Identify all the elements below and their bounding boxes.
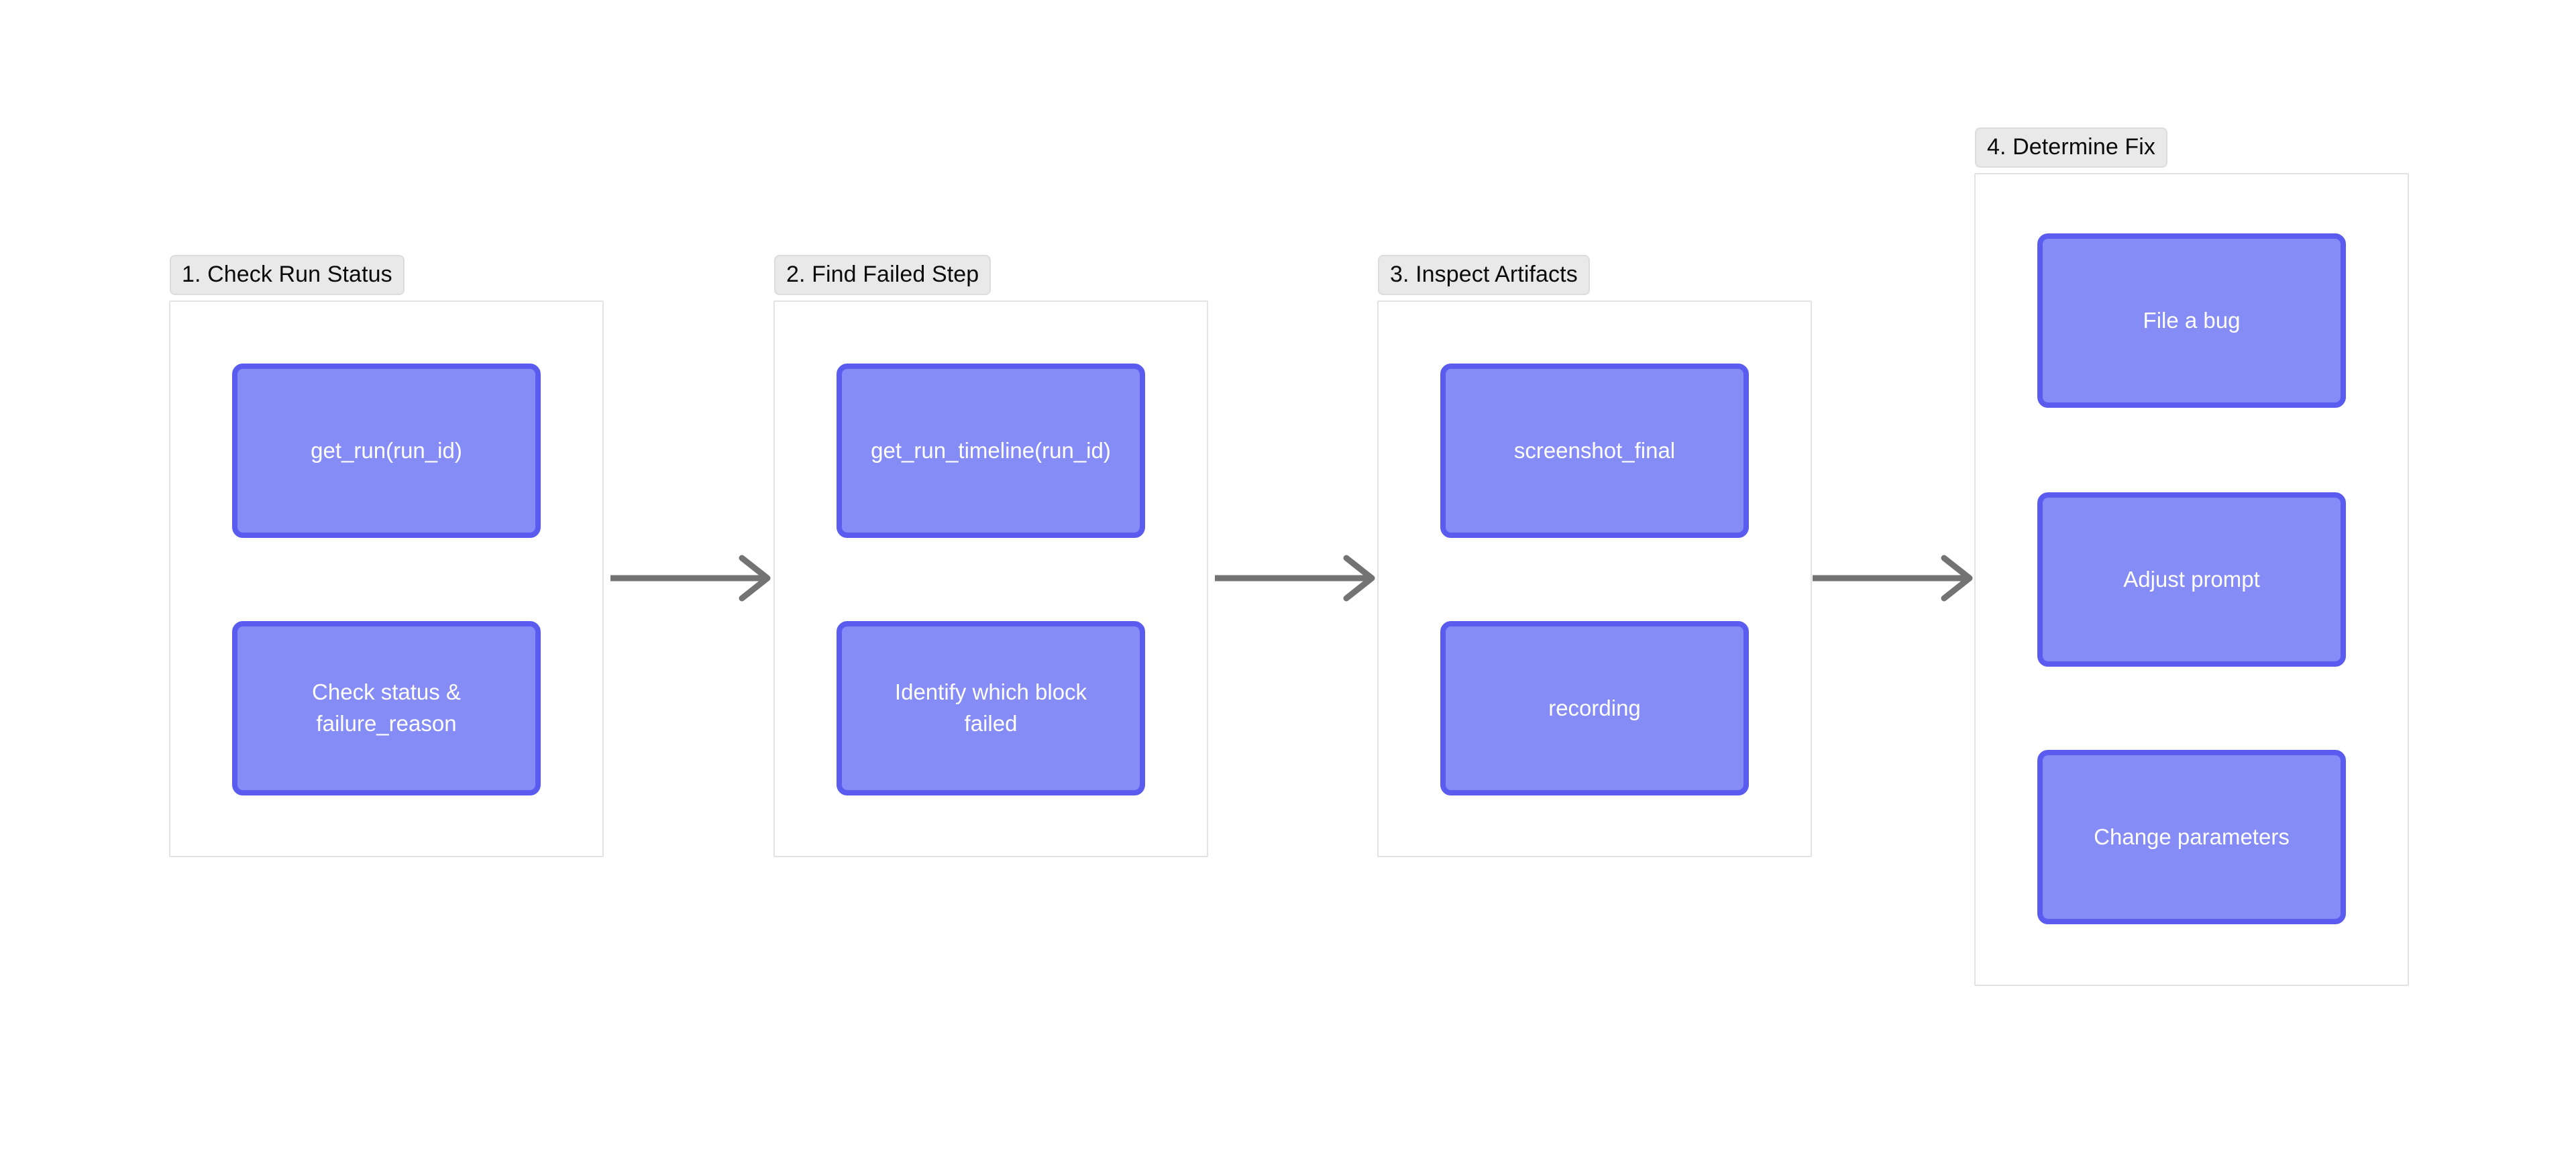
node-get-run-timeline[interactable]: get_run_timeline(run_id) [837,364,1145,538]
node-change-parameters[interactable]: Change parameters [2037,750,2346,924]
cluster-label-find-failed-step: 2. Find Failed Step [774,255,991,295]
node-file-a-bug[interactable]: File a bug [2037,233,2346,408]
arrow-cluster1-to-cluster2 [610,555,771,602]
node-recording[interactable]: recording [1440,621,1749,795]
arrow-cluster2-to-cluster3 [1215,555,1375,602]
node-check-status-failure-reason[interactable]: Check status & failure_reason [232,621,541,795]
node-get-run[interactable]: get_run(run_id) [232,364,541,538]
node-adjust-prompt[interactable]: Adjust prompt [2037,492,2346,667]
arrow-cluster3-to-cluster4 [1813,555,1973,602]
cluster-label-check-run-status: 1. Check Run Status [170,255,405,295]
node-identify-failed-block[interactable]: Identify which block failed [837,621,1145,795]
cluster-label-inspect-artifacts: 3. Inspect Artifacts [1378,255,1590,295]
node-screenshot-final[interactable]: screenshot_final [1440,364,1749,538]
cluster-label-determine-fix: 4. Determine Fix [1975,127,2168,168]
